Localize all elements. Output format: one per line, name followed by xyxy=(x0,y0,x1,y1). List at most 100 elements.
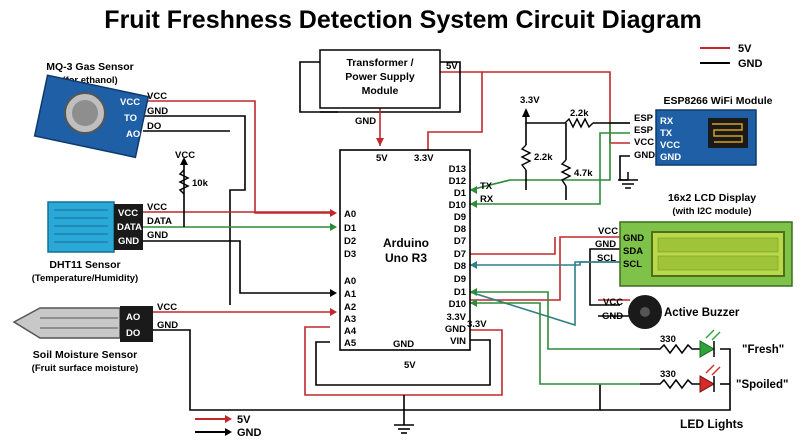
soil-subtitle: (Fruit surface moisture) xyxy=(32,363,139,374)
wire-led-gnd-fresh xyxy=(600,348,731,411)
esp-vref: 3.3V xyxy=(520,95,540,106)
legend-top: 5V GND xyxy=(700,43,763,70)
legend-gnd-label: GND xyxy=(738,58,763,70)
lcd-subtitle: (with I2C module) xyxy=(672,206,751,217)
arrow-3v3 xyxy=(522,108,530,117)
led-lights-title: LED Lights xyxy=(680,417,744,431)
soil-header xyxy=(120,306,153,342)
mq3-mesh-inner xyxy=(72,100,98,126)
esp-r1: 2.2k xyxy=(570,108,589,119)
soil-title: Soil Moisture Sensor xyxy=(33,349,137,361)
arrow-a2 xyxy=(330,308,337,316)
legend-bottom-5v-arrow xyxy=(225,415,232,423)
arrow-rx xyxy=(470,200,477,208)
transformer-module: Transformer / Power Supply Module 5V GND xyxy=(319,49,458,127)
arrow-d8 xyxy=(470,261,477,269)
dht-pullup-vcc: VCC xyxy=(175,150,195,161)
esp-r3-resistor xyxy=(560,159,572,187)
arrow-a0 xyxy=(330,209,337,217)
legend-5v-label: 5V xyxy=(738,43,752,55)
esp-side-2: ESP xyxy=(634,125,654,136)
lcd-pin-gnd: GND xyxy=(623,233,644,244)
arduino-right-pin-2: D12 xyxy=(449,176,466,187)
arduino-right-pin-12: D10 xyxy=(449,299,466,310)
active-buzzer: VCC GND Active Buzzer xyxy=(602,295,740,329)
dht-pullup-value: 10k xyxy=(192,178,209,189)
buzzer-pin-gnd: GND xyxy=(602,311,623,322)
wire-dht-gnd xyxy=(143,240,330,294)
dht-pin-data: DATA xyxy=(117,222,142,233)
lcd-character-cells xyxy=(657,237,779,271)
led-spoiled-ray-2 xyxy=(711,366,721,376)
arrowheads-black xyxy=(180,108,530,297)
wire-arduino-gnd-loop xyxy=(315,339,491,386)
transformer-gnd-pin: GND xyxy=(355,116,376,127)
arrow-dht-vcc xyxy=(180,157,188,165)
wire-led-spoiled xyxy=(470,302,640,385)
mq3-wire-do: DO xyxy=(147,121,161,132)
led-spoiled-ray-1 xyxy=(705,364,715,374)
arrow-5v xyxy=(376,138,384,146)
mq3-pin-ao: AO xyxy=(126,129,140,140)
soil-wire-gnd: GND xyxy=(157,320,178,331)
arduino-vin-5v: 5V xyxy=(404,360,416,371)
led-fresh-ray-1 xyxy=(705,329,715,339)
legend-bottom-gnd-arrow xyxy=(225,428,232,436)
dht-wire-data: DATA xyxy=(147,216,172,227)
mq3-title: MQ-3 Gas Sensor xyxy=(46,61,134,73)
mq3-subtitle: (for ethanol) xyxy=(62,75,117,86)
wire-led-fresh xyxy=(470,291,640,350)
lcd-wire-vcc: VCC xyxy=(598,226,618,237)
soil-wire-vcc: VCC xyxy=(157,302,177,313)
ground-icon xyxy=(394,424,414,434)
lcd-pin-sda: SDA xyxy=(623,246,643,257)
arduino-left-pin-3: D2 xyxy=(344,236,356,247)
arduino-right-pin-9: D8 xyxy=(454,261,466,272)
arrow-d1 xyxy=(330,223,337,231)
legend-bottom-5v-label: 5V xyxy=(237,414,251,426)
soil-pin-ao: AO xyxy=(126,312,140,323)
wire-lcd-vcc xyxy=(470,236,620,301)
arrow-tx xyxy=(470,186,477,194)
arduino-right-pin-13: 3.3V xyxy=(446,312,466,323)
arduino-right-extra-3v3: 3.3V xyxy=(467,319,487,330)
soil-pin-do: DO xyxy=(126,328,140,339)
dht11-sensor: VCC 10k VCC DATA GND VCC DATA GND DHT11 … xyxy=(32,150,209,284)
arduino-left-pin-8: A3 xyxy=(344,314,356,325)
led-fresh-label: "Fresh" xyxy=(742,344,784,356)
arduino-right-pin-8: D7 xyxy=(454,249,466,260)
led-spoiled-icon xyxy=(699,375,716,393)
led-spoiled-resistor xyxy=(640,378,700,390)
wire-5v-esp-vcc xyxy=(482,71,630,144)
arduino-left-pin-9: A4 xyxy=(344,326,357,337)
dht-pin-header xyxy=(114,204,143,250)
esp-r2: 2.2k xyxy=(534,152,553,163)
esp-title: ESP8266 WiFi Module xyxy=(663,95,772,107)
wire-mq3-vcc xyxy=(143,100,330,214)
led-spoiled-label: "Spoiled" xyxy=(736,379,788,391)
lcd-display: 16x2 LCD Display (with I2C module) GND S… xyxy=(595,192,793,287)
esp-side-1: ESP xyxy=(634,113,654,124)
buzzer-pin-vcc: VCC xyxy=(603,297,623,308)
legend-bottom-gnd-label: GND xyxy=(237,427,262,439)
mq3-sensor: MQ-3 Gas Sensor (for ethanol) VCC TO AO … xyxy=(33,61,168,159)
esp-antenna-icon xyxy=(712,123,743,143)
led-lights: 330 "Fresh" 330 "Spoiled" LED Lights xyxy=(640,329,788,431)
esp-pin-tx: TX xyxy=(660,128,673,139)
esp-side-4: GND xyxy=(634,150,655,161)
arduino-left-pin-5: A0 xyxy=(344,276,356,287)
transformer-label-3: Module xyxy=(362,85,399,97)
led-fresh-icon xyxy=(699,340,716,358)
transformer-box xyxy=(319,49,441,109)
led-spoiled-resistor-value: 330 xyxy=(660,369,676,380)
soil-probe xyxy=(12,307,121,339)
arduino-right-pin-4: D10 xyxy=(449,200,466,211)
arrowheads xyxy=(330,138,384,316)
led-fresh-resistor-value: 330 xyxy=(660,334,676,345)
esp8266-module: ESP8266 WiFi Module 3.3V 2.2k 2.2k 4.7k … xyxy=(480,95,773,205)
esp-side-3: VCC xyxy=(634,137,654,148)
arduino-left-pin-7: A2 xyxy=(344,302,356,313)
esp-r2-resistor xyxy=(520,144,532,171)
dht-title: DHT11 Sensor xyxy=(49,259,120,271)
